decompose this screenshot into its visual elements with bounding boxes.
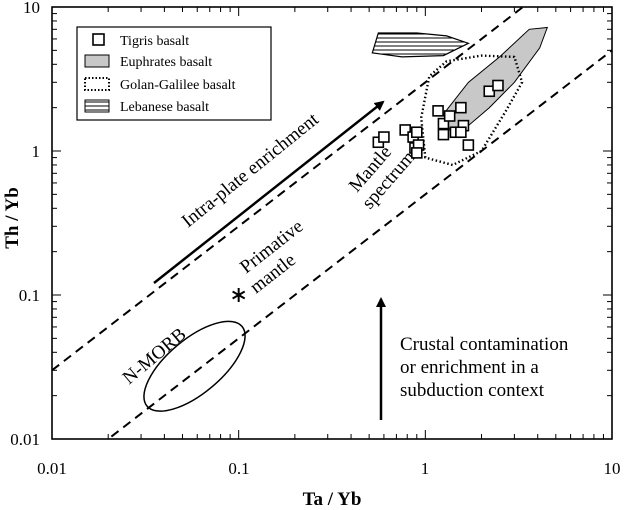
tigris-point	[462, 139, 475, 151]
annotation-crustal-1: Crustal contamination	[400, 334, 569, 355]
primitive-mantle-stroke	[232, 290, 246, 300]
annotation-crustal-2: or enrichment in a	[400, 357, 539, 378]
y-tick-label-1: 1	[32, 142, 41, 161]
intraplate-arrow	[153, 100, 385, 284]
tigris-point	[455, 101, 467, 114]
n-morb-field	[143, 320, 246, 412]
tigris-point	[437, 128, 450, 141]
legend-swatch-euphrates	[84, 54, 110, 68]
annotation-intraplate: Intra-plate enrichment	[178, 109, 323, 232]
tigris-point	[410, 147, 423, 159]
legend-swatch-tigris	[92, 33, 105, 46]
tigris-point	[455, 126, 467, 139]
legend-label-tigris: Tigris basalt	[120, 34, 189, 49]
x-tick-label-1: 1	[421, 459, 430, 478]
annotation-crustal-3: subduction context	[400, 380, 545, 401]
golan-galilee-field	[420, 54, 524, 167]
tigris-point	[492, 79, 504, 92]
legend-swatch-golan	[84, 77, 110, 91]
x-tick-label-0.01: 0.01	[37, 459, 67, 478]
x-tick-label-0.1: 0.1	[228, 459, 249, 478]
legend-swatch-lebanese	[84, 99, 110, 113]
tigris-point	[437, 117, 450, 130]
tigris-point	[399, 124, 411, 136]
lebanese-field	[371, 32, 470, 58]
x-axis-title: Ta / Yb	[303, 489, 362, 510]
legend-label-golan: Golan-Galilee basalt	[120, 78, 236, 93]
tigris-point	[443, 110, 456, 122]
axis-ticks	[51, 7, 612, 440]
tigris-point	[378, 131, 390, 143]
y-axis-title: Th / Yb	[2, 187, 23, 249]
legend-label-euphrates: Euphrates basalt	[120, 55, 212, 70]
tigris-point	[432, 105, 444, 117]
annotation-nmorb: N-MORB	[119, 324, 191, 389]
field-regions	[143, 26, 549, 412]
euphrates-field	[442, 26, 549, 131]
tigris-points	[232, 79, 504, 302]
y-tick-label-0.01: 0.01	[10, 430, 40, 449]
y-tick-label-10: 10	[23, 0, 40, 17]
plot-frame	[51, 6, 613, 440]
legend: Tigris basalt Euphrates basalt Golan-Gal…	[76, 26, 272, 121]
tigris-point	[410, 126, 423, 139]
mantle-array-lower-line	[106, 49, 612, 439]
legend-label-lebanese: Lebanese basalt	[120, 100, 209, 115]
x-tick-label-10: 10	[604, 459, 621, 478]
mantle-array-lines	[52, 7, 612, 439]
y-tick-label-0.1: 0.1	[19, 286, 40, 305]
primitive-mantle-marker	[232, 288, 246, 302]
mantle-array-upper-line	[52, 7, 525, 372]
